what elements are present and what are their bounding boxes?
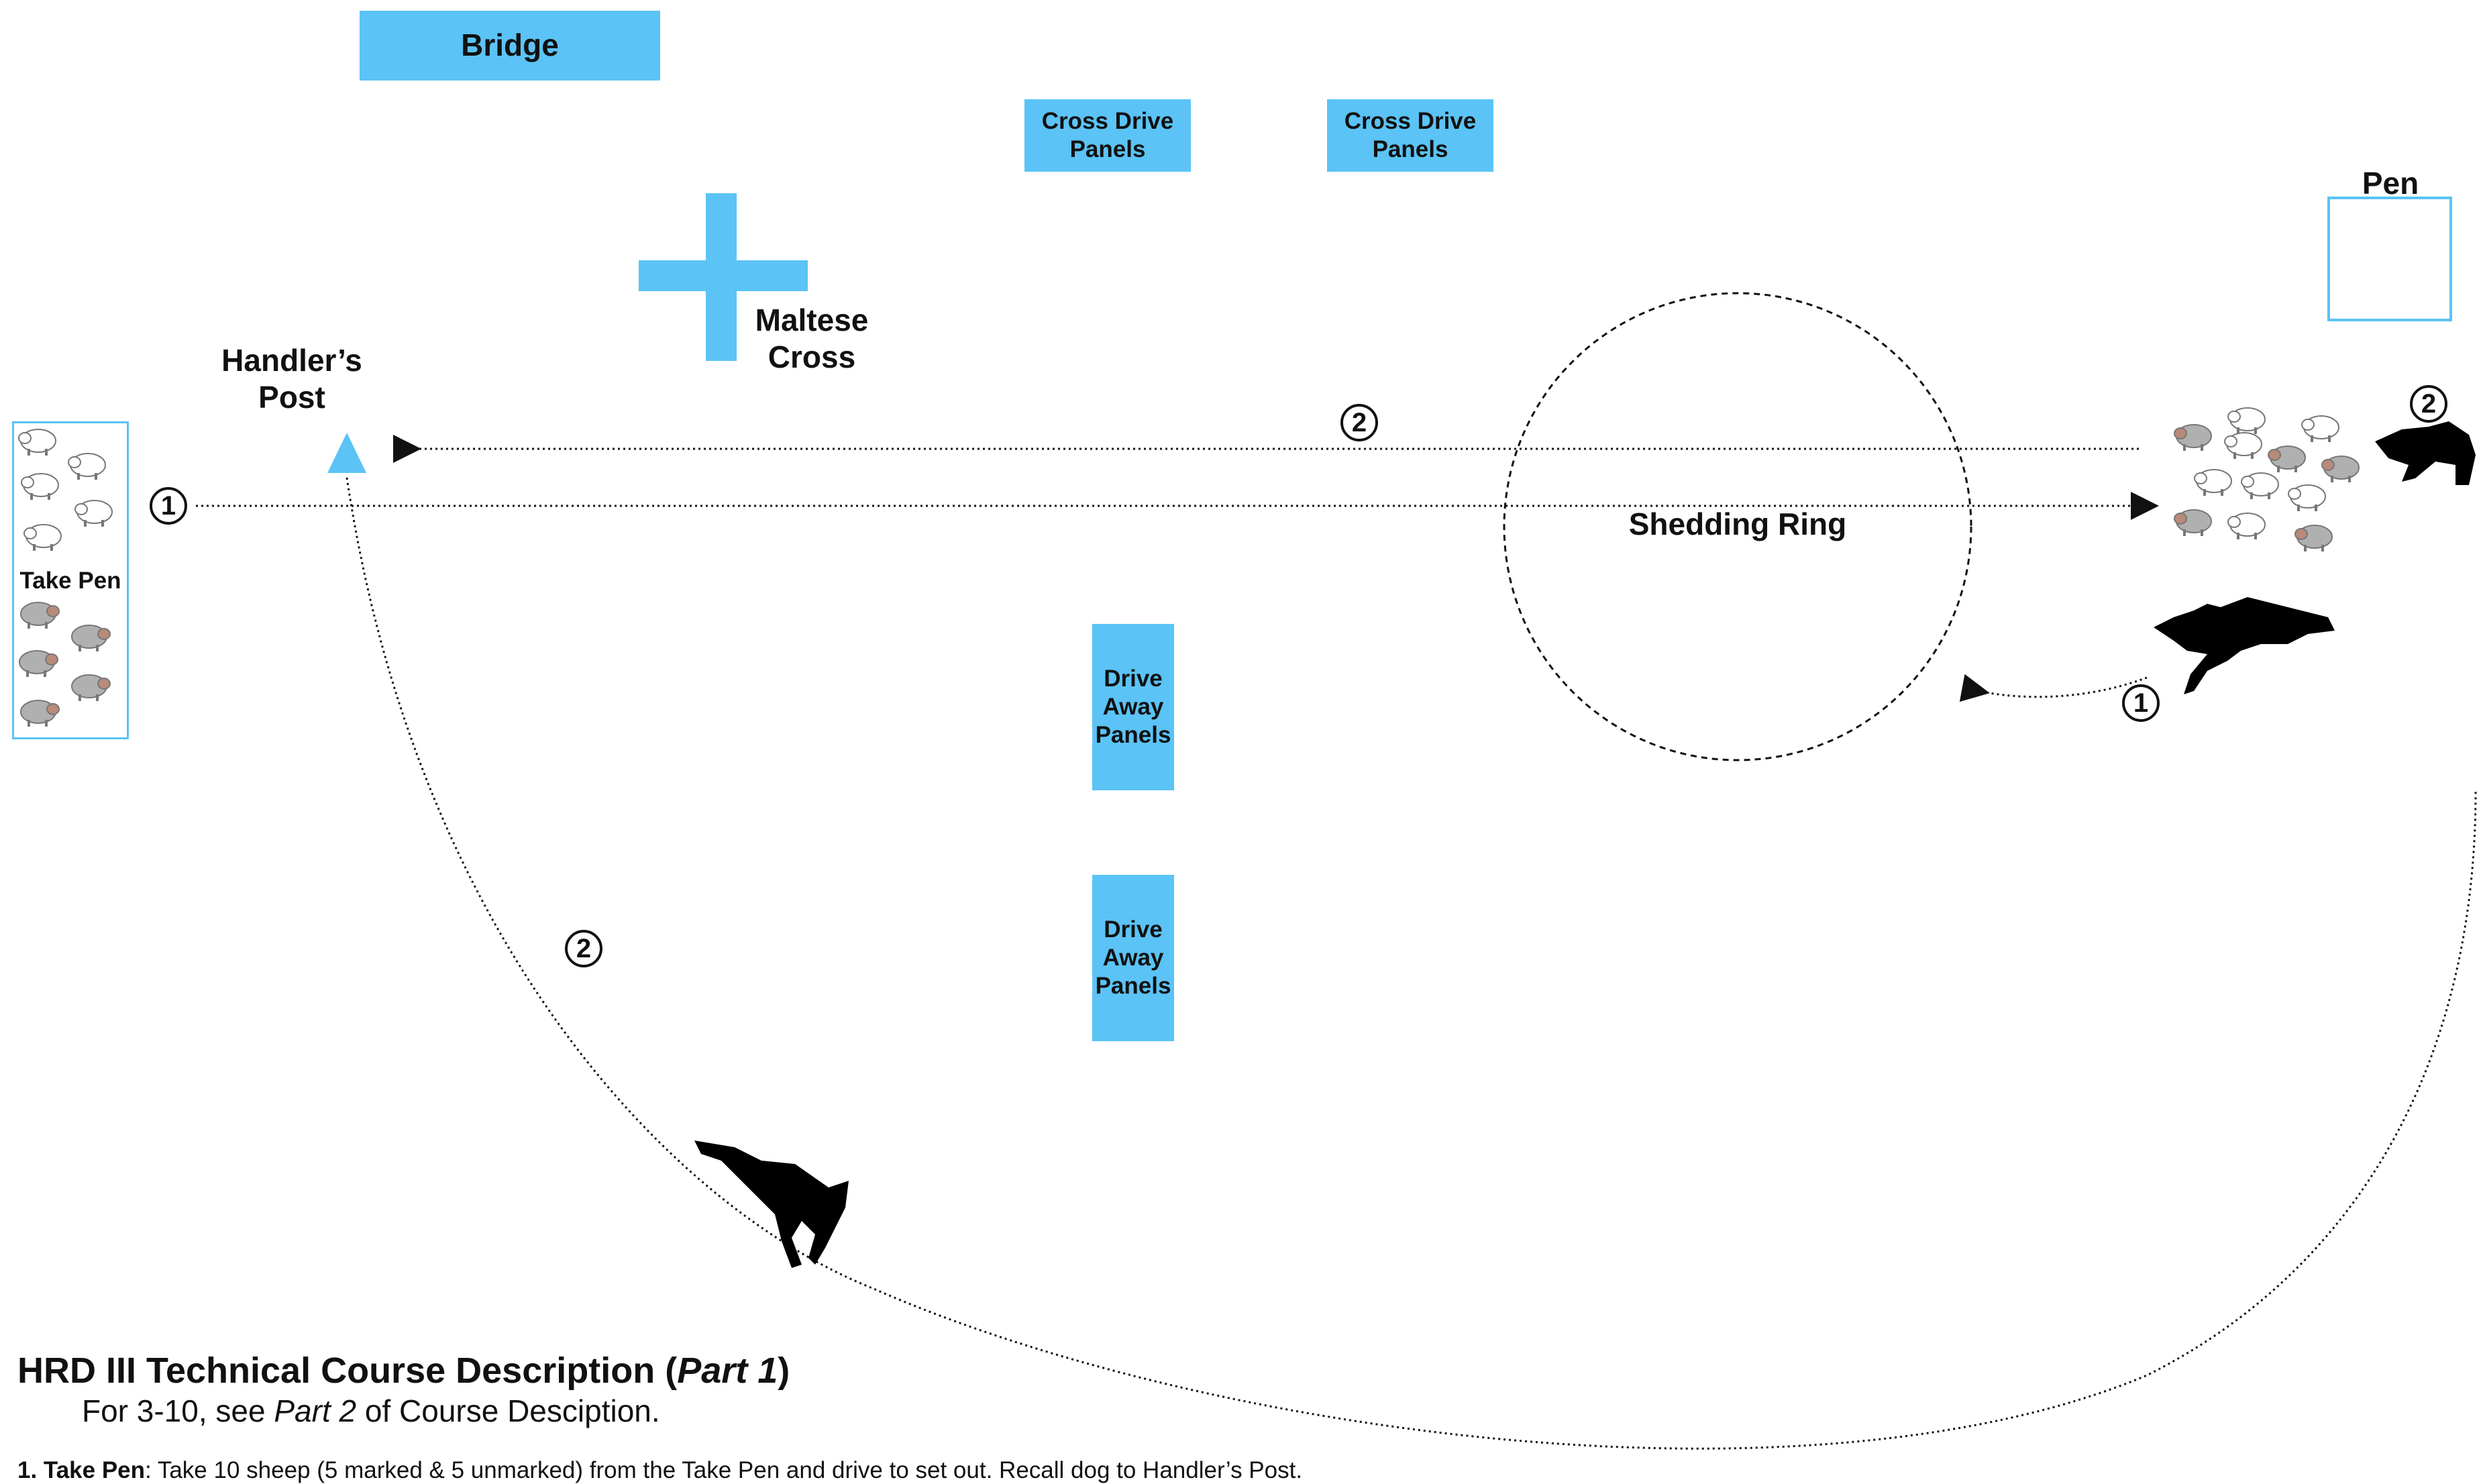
maltese-label-line2: Cross (768, 339, 856, 375)
handlers-post-line1: Handler’s (221, 343, 362, 378)
cross-drive-panel-left: Cross Drive Panels (1024, 99, 1191, 172)
dog-silhouette-icon (2154, 597, 2335, 694)
handlers-post-line2: Post (258, 380, 325, 415)
step-1-description: 1. Take Pen: Take 10 sheep (5 marked & 5… (17, 1457, 1302, 1484)
maltese-cross-shape (639, 193, 808, 361)
drive-away-label-line3: Panels (1095, 973, 1171, 999)
title-close: ) (778, 1350, 790, 1391)
pen-label: Pen (2362, 166, 2419, 201)
drive-away-label-line3: Panels (1095, 722, 1171, 748)
take-pen-box: Take Pen (12, 421, 129, 739)
pen-box (2327, 197, 2452, 321)
set-out-flock (2174, 407, 2360, 552)
subtitle-before: For 3-10, see (82, 1393, 274, 1428)
course-title: HRD III Technical Course Description (Pa… (17, 1350, 790, 1391)
marker-one-take-pen: 1 (150, 487, 187, 525)
marker-two-outrun: 2 (565, 930, 602, 967)
recall-arrow-path (1959, 674, 2148, 702)
take-pen-label: Take Pen (14, 567, 127, 595)
cross-drive-label-line2: Panels (1372, 136, 1448, 162)
course-subtitle: For 3-10, see Part 2 of Course Desciptio… (82, 1393, 660, 1429)
shedding-ring-circle (1503, 292, 1972, 761)
cross-drive-label-line2: Panels (1069, 136, 1146, 162)
maltese-label-line1: Maltese (755, 303, 869, 337)
dog-silhouette-icon (694, 1141, 849, 1268)
outrun-arc-path (346, 477, 2477, 1450)
subtitle-part: Part 2 (274, 1393, 357, 1428)
subtitle-after: of Course Desciption. (356, 1393, 660, 1428)
bridge-panel: Bridge (360, 11, 660, 81)
step-1-text: : Take 10 sheep (5 marked & 5 unmarked) … (145, 1457, 1303, 1483)
drive-away-label-line2: Away (1102, 694, 1164, 720)
drive-away-label-line2: Away (1102, 945, 1164, 971)
dog-silhouette-icon (2375, 421, 2476, 485)
maltese-cross-label: Maltese Cross (738, 302, 886, 376)
cross-drive-label-line1: Cross Drive (1344, 108, 1477, 134)
shedding-ring-label: Shedding Ring (1628, 507, 1847, 541)
handler-post-triangle-icon (327, 433, 366, 473)
drive-away-label-line1: Drive (1104, 916, 1163, 943)
bridge-label: Bridge (461, 28, 559, 63)
cross-drive-panel-right: Cross Drive Panels (1327, 99, 1493, 172)
drive-away-panel-upper: Drive Away Panels (1092, 624, 1174, 790)
drive-away-label-line1: Drive (1104, 666, 1163, 692)
handlers-post-label: Handler’s Post (201, 342, 382, 416)
drive-away-panel-lower: Drive Away Panels (1092, 875, 1174, 1041)
title-main: HRD III Technical Course Description ( (17, 1350, 678, 1391)
marker-one-recall: 1 (2122, 684, 2160, 722)
step-1-label: 1. Take Pen (17, 1457, 146, 1483)
marker-two-fetch: 2 (1340, 404, 1378, 441)
cross-drive-label-line1: Cross Drive (1041, 108, 1174, 134)
marker-two-set-out: 2 (2410, 385, 2447, 423)
title-part: Part 1 (677, 1350, 778, 1391)
